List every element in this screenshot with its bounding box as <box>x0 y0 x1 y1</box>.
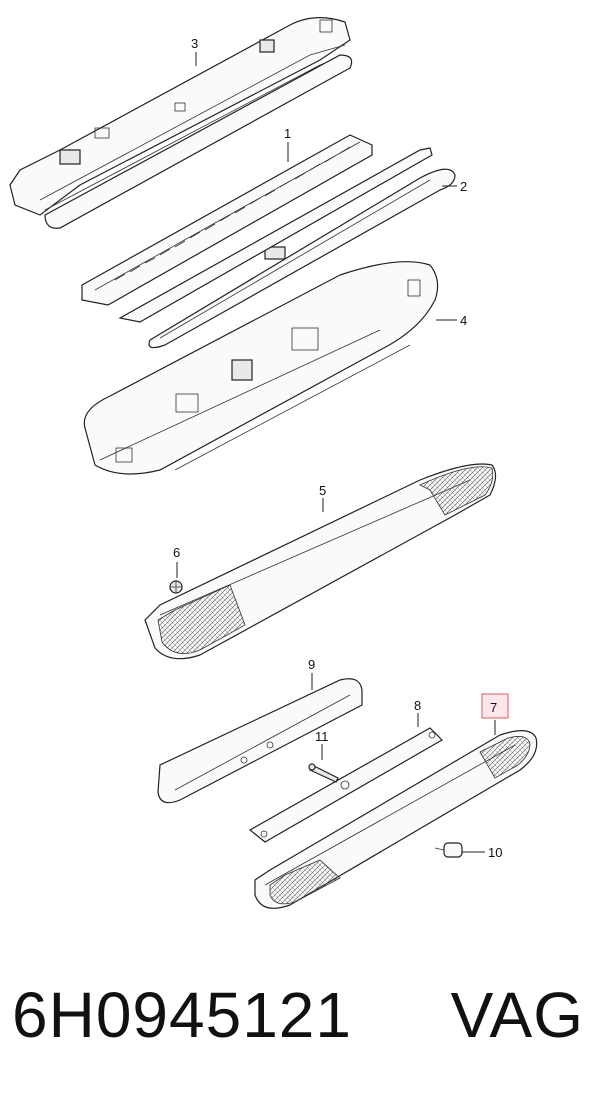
callout-7: 7 <box>490 700 497 715</box>
callout-6: 6 <box>173 545 180 560</box>
callout-3: 3 <box>191 36 198 51</box>
callout-7-highlight: 7 <box>481 693 509 719</box>
part-1-led-strip <box>81 134 433 323</box>
part-10-bulb <box>434 842 463 858</box>
leader-lines <box>176 52 496 853</box>
brand-label: VAG <box>450 979 584 1051</box>
part-4-cover <box>83 261 439 475</box>
callout-10: 10 <box>488 845 502 860</box>
callout-8: 8 <box>414 698 421 713</box>
part-6-screw <box>169 580 183 594</box>
exploded-parts-diagram: 3 1 2 4 5 6 9 8 11 10 7 <box>9 17 538 909</box>
part-2-seal <box>148 168 456 349</box>
footer: 6H0945121 VAG <box>0 978 600 1078</box>
callout-9: 9 <box>308 657 315 672</box>
callout-2: 2 <box>460 179 467 194</box>
callout-4: 4 <box>460 313 467 328</box>
part-number: 6H0945121 <box>12 979 352 1051</box>
callout-1: 1 <box>284 126 291 141</box>
part-5-lamp-body <box>144 463 497 660</box>
part-8-bracket <box>248 727 443 843</box>
part-9-plate <box>157 678 363 804</box>
part-3-housing <box>9 17 353 229</box>
callout-11: 11 <box>315 729 329 744</box>
callout-5: 5 <box>319 483 326 498</box>
part-11-screw <box>308 763 339 783</box>
part-7-lens <box>254 730 538 909</box>
